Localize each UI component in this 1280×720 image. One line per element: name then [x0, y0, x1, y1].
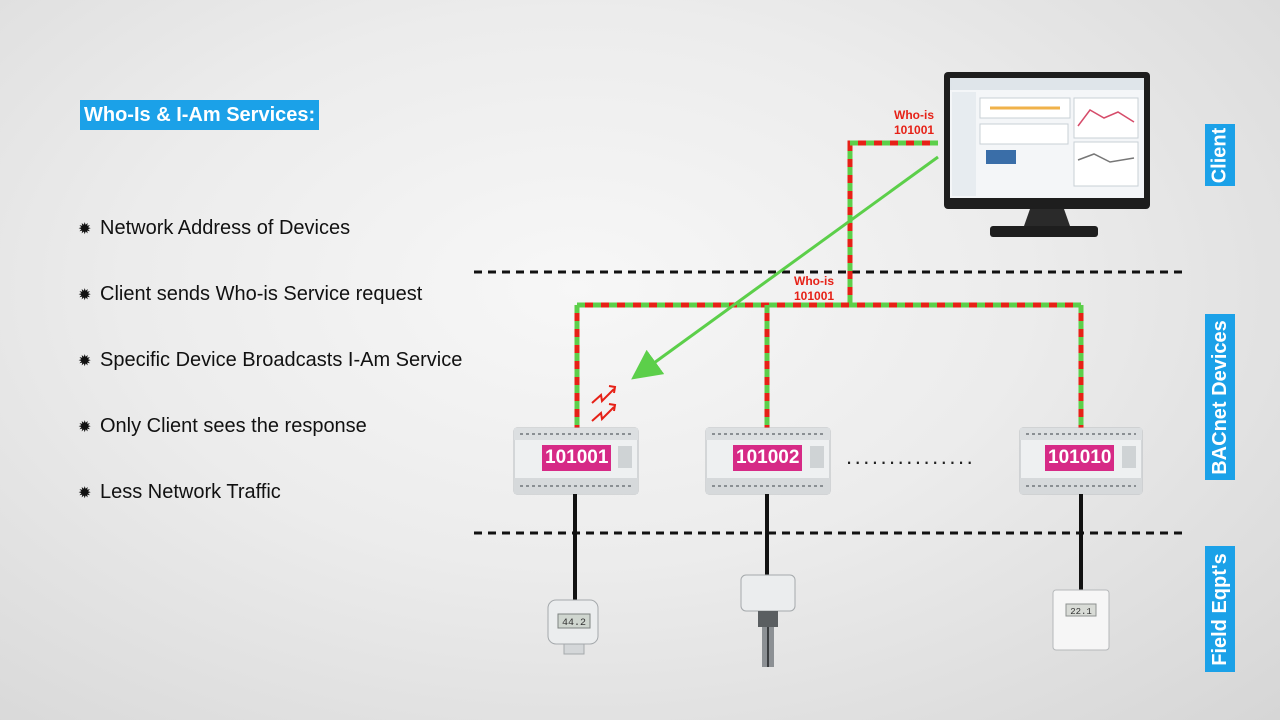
more-devices-ellipsis-icon: ...............: [846, 444, 976, 469]
bullet-star-icon: ✹: [78, 287, 92, 304]
sensor-display: 44.2: [562, 618, 586, 629]
controller-device-1: [513, 427, 639, 495]
bullet-star-icon: ✹: [78, 353, 92, 370]
bullet-star-icon: ✹: [78, 419, 92, 436]
bullet-star-icon: ✹: [78, 485, 92, 502]
bullet-list: ✹Network Address of Devices ✹Client send…: [78, 210, 462, 540]
tier-label-field: Field Eqpt's: [1205, 546, 1235, 672]
broadcast-zigzag-icon: [591, 385, 617, 422]
duct-sensor-icon: [740, 574, 796, 667]
bullet-item: ✹Only Client sees the response: [78, 408, 462, 474]
bullet-item: ✹Network Address of Devices: [78, 210, 462, 276]
room-thermostat-icon: [1052, 589, 1110, 651]
who-is-label-client: Who-is 101001: [894, 108, 935, 137]
who-is-label-bus: Who-is 101001: [794, 274, 835, 303]
bullet-item: ✹Less Network Traffic: [78, 474, 462, 540]
device-id-tag: 101010: [1045, 445, 1115, 471]
device-id-tag: 101002: [733, 445, 803, 471]
bullet-item: ✹Specific Device Broadcasts I-Am Service: [78, 342, 462, 408]
thermostat-display: 22.1: [1070, 607, 1092, 617]
device-id-tag: 101001: [542, 445, 612, 471]
i-am-response-arrow: [631, 155, 939, 380]
tier-label-devices: BACnet Devices: [1205, 314, 1235, 480]
bullet-item: ✹Client sends Who-is Service request: [78, 276, 462, 342]
humidity-sensor-icon: [547, 599, 599, 655]
tier-label-client: Client: [1205, 124, 1235, 186]
client-monitor-icon: [944, 72, 1150, 237]
page-title: Who-Is & I-Am Services:: [80, 100, 320, 130]
bullet-star-icon: ✹: [78, 221, 92, 238]
